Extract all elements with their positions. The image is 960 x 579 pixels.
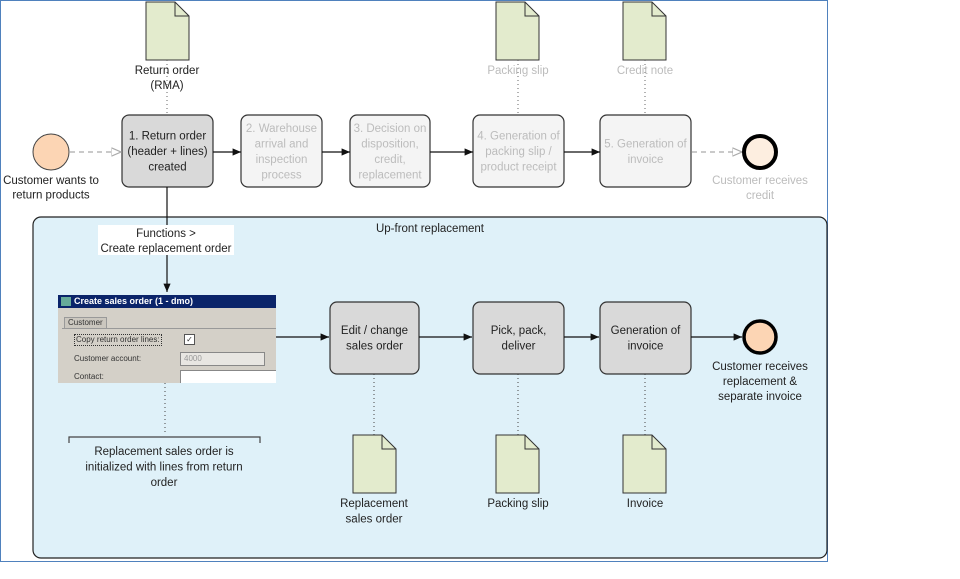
tab-divider [62,328,276,329]
document-icon-fold [524,435,539,450]
document-label: Return order [135,65,200,77]
annotation-bracket [68,436,261,443]
document-icon [495,1,540,61]
lane-title: Up-front replacement [376,223,485,235]
document-label: Packing slip [487,65,548,77]
dialog-title-bar: Create sales order (1 - dmo) [58,295,276,308]
function-menu-label: Create replacement order [100,243,231,255]
step-label-3: credit, [374,154,405,166]
end-event-replacement-label: replacement & [723,376,797,388]
lane-step-label: Pick, pack, [491,325,547,337]
step-label-2: 2. Warehouse [246,123,317,135]
step-box-4 [472,114,565,188]
contact-field[interactable] [180,370,276,383]
step-label-1: 1. Return order [129,131,207,143]
customer-account-label: Customer account: [74,354,142,363]
end-event-credit-label: Customer receives [712,175,808,187]
document-icon-fold [524,2,539,17]
document-label: Replacement [340,498,409,510]
function-menu-label: Functions > [136,228,196,240]
document-icon [622,434,667,494]
step-box-3 [349,114,431,188]
step-box-5 [599,114,692,188]
step-label-3: disposition, [361,138,419,150]
tab-customer[interactable]: Customer [64,317,107,328]
annotation-text: order [151,477,178,489]
start-event-label: return products [12,190,90,202]
step-label-1: created [148,162,186,174]
step-label-3: 3. Decision on [354,123,427,135]
step-label-2: arrival and [255,138,309,150]
lane-step-label: sales order [346,341,403,353]
step-label-2: process [261,169,302,181]
step-label-4: product receipt [480,162,557,174]
document-label: (RMA) [150,80,183,92]
start-event-label: Customer wants to [3,175,99,187]
end-event-replacement-label: Customer receives [712,361,808,373]
document-icon [495,434,540,494]
lane-step-label: Generation of [611,325,681,337]
copy-return-lines-checkbox[interactable]: ✓ [184,334,195,345]
document-label: Credit note [617,65,673,77]
document-label: sales order [346,514,403,526]
step-label-3: replacement [358,169,422,181]
contact-label: Contact: [74,372,104,381]
swimlane-up-front-replacement [32,216,828,559]
end-event-replacement-label: separate invoice [718,391,802,403]
lane-step-label: deliver [502,341,536,353]
step-label-5: invoice [628,154,664,166]
document-icon [352,434,397,494]
document-icon-fold [174,2,189,17]
customer-account-field[interactable]: 4000 [180,352,265,366]
document-icon-fold [651,2,666,17]
annotation-text: initialized with lines from return [85,462,242,474]
document-icon [622,1,667,61]
annotation-text: Replacement sales order is [94,446,234,458]
lane-step-label: Edit / change [341,325,408,337]
end-event-credit-label: credit [746,190,775,202]
lane-step-label: invoice [628,341,664,353]
start-event-circle [32,133,70,171]
step-label-1: (header + lines) [127,146,207,158]
document-label: Invoice [627,498,663,510]
document-icon [145,1,190,61]
dialog-title: Create sales order (1 - dmo) [74,296,194,306]
end-event-credit-circle [742,134,778,170]
function-label-bg [98,225,234,255]
document-icon-fold [651,435,666,450]
lane-step-box-3 [599,301,692,375]
app-icon [61,297,71,306]
lane-step-box-2 [472,301,565,375]
step-label-2: inspection [256,154,308,166]
document-label: Packing slip [487,498,548,510]
step-label-4: packing slip / [485,146,552,158]
end-event-replacement-circle [742,319,778,355]
step-label-5: 5. Generation of [604,138,687,150]
copy-return-lines-label: Copy return order lines: [74,334,162,346]
create-sales-order-dialog: Create sales order (1 - dmo) Customer Co… [58,295,276,383]
step-box-2 [240,114,323,188]
lane-step-box-1 [329,301,420,375]
document-icon-fold [381,435,396,450]
step-label-4: 4. Generation of [477,131,560,143]
